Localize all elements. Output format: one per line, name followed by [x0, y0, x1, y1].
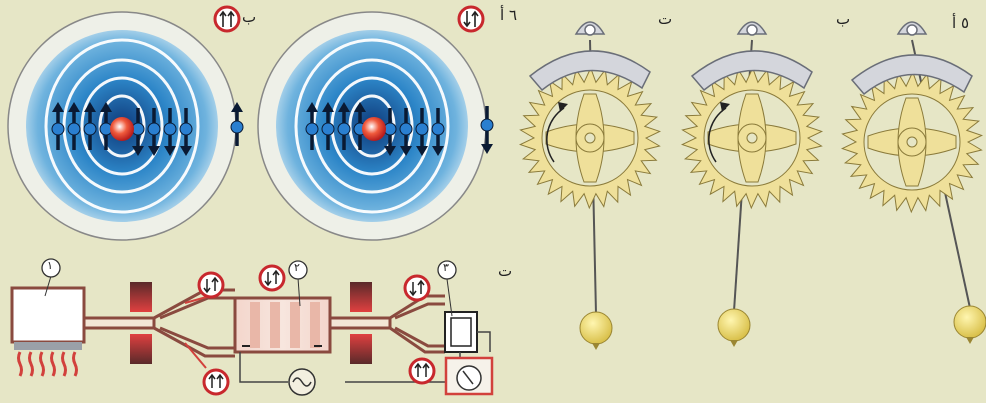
escapement-group [520, 22, 986, 350]
label-fig5c: ت [658, 10, 672, 28]
label-fig5b: ب [836, 10, 850, 28]
badge-right-bottom [410, 359, 434, 383]
label-fig6: ٦ أ [500, 6, 517, 24]
nucleus-icon [110, 117, 134, 141]
spin-down-badge-icon [459, 7, 483, 31]
label-fig6b: ب [242, 8, 256, 26]
part-number-1: ١ [47, 259, 53, 272]
badge-chamber [260, 266, 284, 290]
label-fig5: ٥ أ [952, 14, 969, 32]
part-number-2: ٢ [294, 261, 300, 274]
badge-right-top [405, 276, 429, 300]
nucleus-icon [362, 117, 386, 141]
pendulum-icon [580, 312, 612, 344]
label-fig6c: ت [498, 262, 512, 280]
heater-icon [19, 352, 77, 376]
maser-apparatus [12, 259, 492, 395]
escapement-c [520, 22, 659, 350]
part-number-3: ٣ [443, 261, 449, 274]
oscillator-icon [289, 369, 315, 395]
badge-left-top [199, 273, 223, 297]
spin-up-badge-icon [215, 7, 239, 31]
pendulum-icon [718, 309, 750, 341]
atom-diagram-left [8, 12, 243, 240]
pendulum-icon [954, 306, 986, 338]
badge-left-bottom [204, 370, 228, 394]
meter-icon [446, 358, 492, 394]
escapement-a [842, 22, 986, 344]
escapement-b [682, 22, 821, 347]
atom-diagram-right [258, 12, 493, 240]
